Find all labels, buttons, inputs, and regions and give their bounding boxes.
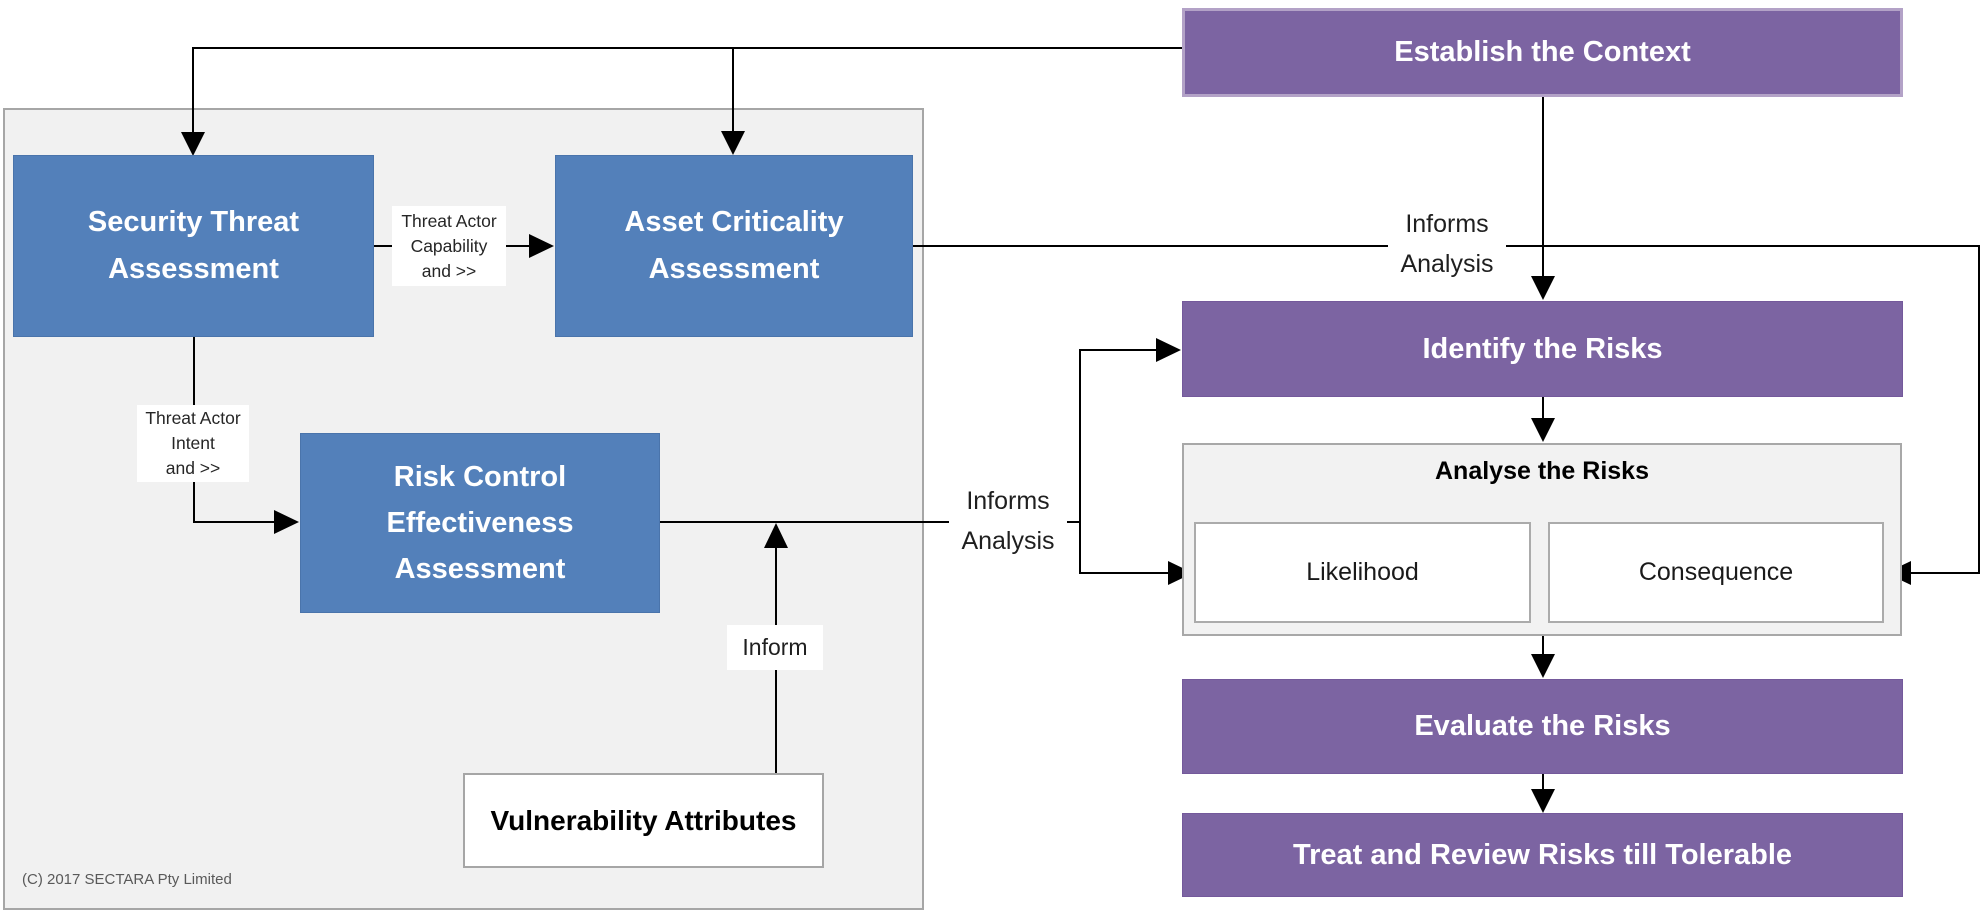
edge-label-line: Analysis: [961, 527, 1055, 555]
node-security-threat-assessment: Security Threat Assessment: [13, 155, 374, 337]
node-treat-and-review-risks: Treat and Review Risks till Tolerable: [1182, 813, 1903, 897]
edge-label-line: Analysis: [1400, 250, 1494, 278]
node-label-line: Assessment: [108, 253, 279, 285]
connector-evaluate-to-treat: [1531, 774, 1555, 813]
connector-risk-control-to-identify-and-likelihood: [660, 338, 1193, 585]
edge-label-line: Inform: [742, 634, 808, 660]
edge-label-line: Informs: [966, 487, 1050, 515]
node-label: Analyse the Risks: [1435, 457, 1649, 485]
arrowhead-down-icon: [1531, 276, 1555, 300]
edge-label-line: Capability: [410, 235, 488, 256]
edge-label-line: and >>: [165, 458, 221, 478]
connector-security-to-risk-control: [193, 337, 299, 534]
node-label: Identify the Risks: [1422, 332, 1663, 365]
node-label-line: Effectiveness: [386, 507, 574, 539]
node-asset-criticality-assessment: Asset Criticality Assessment: [555, 155, 913, 337]
edge-label-line: Informs: [1405, 210, 1489, 238]
arrowhead-down-icon: [1531, 654, 1555, 678]
edge-label-inform: Inform: [727, 625, 823, 670]
node-establish-the-context: Establish the Context: [1182, 8, 1903, 97]
node-label: Vulnerability Attributes: [490, 804, 797, 836]
arrowhead-right-icon: [274, 510, 299, 534]
arrowhead-right-icon: [1168, 561, 1193, 585]
connector-analyse-to-evaluate: [1531, 634, 1555, 678]
node-label-line: Assessment: [648, 253, 820, 285]
node-label-line: Risk Control: [393, 461, 567, 493]
connector-establish-to-security: [181, 47, 1182, 156]
node-evaluate-the-risks: Evaluate the Risks: [1182, 679, 1903, 774]
arrowhead-down-icon: [721, 131, 745, 155]
edge-label-threat-actor-intent: Threat Actor Intent and >>: [137, 405, 249, 482]
node-risk-control-effectiveness-assessment: Risk Control Effectiveness Assessment: [300, 433, 660, 613]
edge-label-line: Intent: [171, 433, 215, 453]
arrowhead-down-icon: [1531, 789, 1555, 813]
node-label: Likelihood: [1306, 558, 1419, 586]
node-label-line: Security Threat: [87, 206, 300, 238]
node-identify-the-risks: Identify the Risks: [1182, 301, 1903, 397]
node-vulnerability-attributes: Vulnerability Attributes: [463, 773, 824, 868]
connector-identify-to-analyse: [1531, 397, 1555, 442]
edge-label-threat-actor-capability: Threat Actor Capability and >>: [392, 206, 506, 286]
arrowhead-up-icon: [764, 523, 788, 548]
connector-establish-to-identify: [1531, 97, 1555, 300]
node-likelihood: Likelihood: [1194, 522, 1531, 623]
arrowhead-down-icon: [1531, 418, 1555, 442]
arrowhead-right-icon: [1156, 338, 1181, 362]
edge-label-informs-analysis-right: Informs Analysis: [1388, 203, 1506, 285]
arrowhead-right-icon: [529, 234, 554, 258]
node-label-line: Assessment: [394, 553, 566, 585]
node-label: Consequence: [1638, 558, 1794, 586]
edge-label-informs-analysis-left: Informs Analysis: [949, 480, 1067, 562]
node-label: Establish the Context: [1394, 36, 1691, 68]
edge-label-line: Threat Actor: [401, 210, 497, 231]
node-consequence: Consequence: [1548, 522, 1884, 623]
edge-label-line: Threat Actor: [145, 408, 241, 428]
edge-label-line: and >>: [421, 260, 477, 281]
arrowhead-down-icon: [181, 132, 205, 156]
node-label: Treat and Review Risks till Tolerable: [1292, 838, 1793, 871]
node-label: Evaluate the Risks: [1414, 710, 1671, 742]
copyright-notice: (C) 2017 SECTARA Pty Limited: [22, 871, 232, 888]
connector-establish-to-asset: [721, 48, 745, 155]
node-label-line: Asset Criticality: [624, 206, 844, 238]
